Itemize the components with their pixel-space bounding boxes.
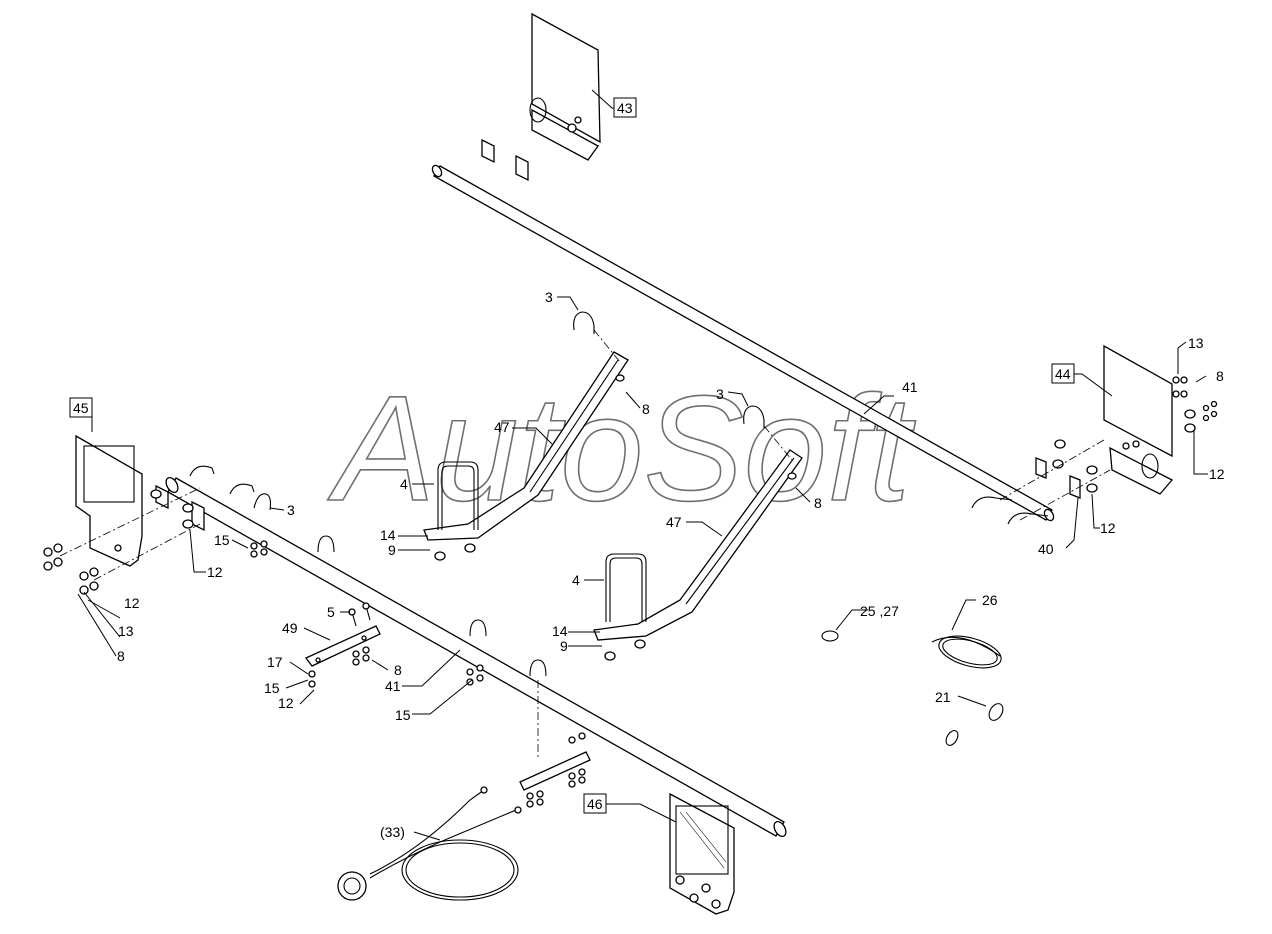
bracket-47-lower [593, 449, 803, 641]
label-14: 14 [380, 527, 396, 543]
label-8: 8 [1216, 368, 1224, 384]
label-47: 47 [494, 419, 510, 435]
label-25-27: 25 ,27 [860, 603, 899, 619]
upper-cross-tube [431, 164, 1055, 522]
label-3: 3 [545, 289, 553, 305]
label-41: 41 [385, 678, 401, 694]
plate-43 [481, 12, 601, 182]
u-bolt-4-upper [434, 461, 479, 561]
label-8: 8 [642, 401, 650, 417]
label-12: 12 [207, 564, 223, 580]
lower-clamp-plate [519, 732, 591, 808]
label-3: 3 [716, 386, 724, 402]
label-49: 49 [282, 620, 298, 636]
label-12: 12 [1100, 520, 1116, 536]
label-8: 8 [117, 648, 125, 664]
label-15: 15 [395, 707, 411, 723]
label-17: 17 [267, 654, 283, 670]
label-13: 13 [1188, 335, 1204, 351]
label-43: 43 [617, 100, 633, 116]
label-15: 15 [214, 532, 230, 548]
ring-21 [945, 703, 1004, 746]
label-3: 3 [287, 502, 295, 518]
label-5: 5 [327, 604, 335, 620]
label-40: 40 [1038, 541, 1054, 557]
label-4: 4 [572, 572, 580, 588]
label-12: 12 [278, 695, 294, 711]
label-26: 26 [982, 592, 998, 608]
label-14: 14 [552, 623, 568, 639]
label-12: 12 [1209, 466, 1225, 482]
u-bolt-4-lower [604, 553, 647, 661]
u-bolt-3-b [743, 405, 797, 480]
label-44: 44 [1055, 366, 1071, 382]
label-4: 4 [400, 476, 408, 492]
label-8: 8 [394, 662, 402, 678]
plate-44 [971, 344, 1218, 525]
label-47: 47 [666, 514, 682, 530]
lower-tube-u-bolts [250, 535, 547, 760]
label-9: 9 [560, 638, 568, 654]
bracket-47-upper [423, 351, 629, 541]
label-46: 46 [587, 796, 603, 812]
plate-49 [304, 602, 381, 688]
label-33: (33) [380, 824, 405, 840]
label-8: 8 [814, 495, 822, 511]
callout-labels: 3 3 3 4 4 5 8 8 8 8 8 9 9 12 12 12 12 12… [117, 289, 1225, 840]
label-12: 12 [124, 595, 140, 611]
label-9: 9 [388, 542, 396, 558]
label-13: 13 [118, 623, 134, 639]
wiring-harness-33 [337, 786, 522, 901]
label-41: 41 [902, 379, 918, 395]
plate-46 [669, 792, 735, 915]
clip-25-27 [821, 630, 839, 642]
u-bolt-3-a [573, 311, 625, 382]
cable-26 [931, 635, 1002, 669]
label-21: 21 [935, 689, 951, 705]
lower-cross-tube [165, 476, 787, 838]
boxed-labels: 43 44 45 46 [69, 97, 1075, 814]
plate-45 [43, 434, 272, 595]
label-15: 15 [264, 680, 280, 696]
label-45: 45 [73, 400, 89, 416]
